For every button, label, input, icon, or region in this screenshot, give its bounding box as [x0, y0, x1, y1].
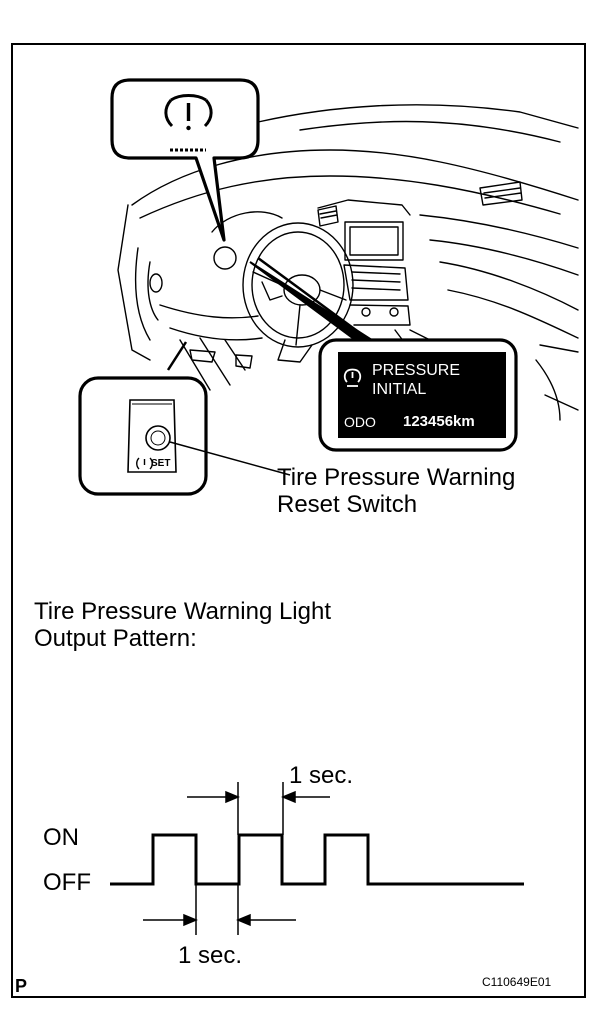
- dashboard-drawing: [117, 104, 579, 421]
- display-screen: [338, 352, 506, 438]
- on-label: ON: [43, 824, 79, 851]
- top-interval-label: 1 sec.: [289, 762, 354, 789]
- timing-waveform: [110, 833, 524, 886]
- figure-frame: [11, 43, 586, 998]
- warning-light-callout: [110, 78, 260, 242]
- switch-label-line1: Tire Pressure Warning: [277, 464, 516, 491]
- tire-pressure-warning-icon: [164, 94, 213, 152]
- display-odo-label: ODO: [344, 414, 376, 430]
- display-callout: [249, 256, 518, 452]
- corner-letter: P: [15, 976, 28, 996]
- bottom-interval-label: 1 sec.: [178, 942, 243, 969]
- switch-tire-icon: [136, 457, 153, 470]
- display-line1: PRESSURE: [372, 362, 461, 379]
- section-title-line1: Tire Pressure Warning Light: [34, 598, 331, 625]
- display-line2: INITIAL: [372, 381, 427, 398]
- display-tire-icon: [343, 368, 362, 387]
- section-title-line2: Output Pattern:: [34, 625, 197, 652]
- reset-switch-button: [145, 425, 171, 451]
- figure-code: C110649E01: [482, 975, 552, 989]
- switch-label-line2: Reset Switch: [277, 491, 418, 518]
- switch-callout: [78, 341, 291, 496]
- on-off-signal-line: [110, 833, 524, 886]
- off-label: OFF: [43, 869, 91, 896]
- interval-markers: [143, 782, 330, 935]
- switch-set-text: SET: [151, 458, 171, 469]
- display-odo-value: 123456km: [403, 413, 475, 430]
